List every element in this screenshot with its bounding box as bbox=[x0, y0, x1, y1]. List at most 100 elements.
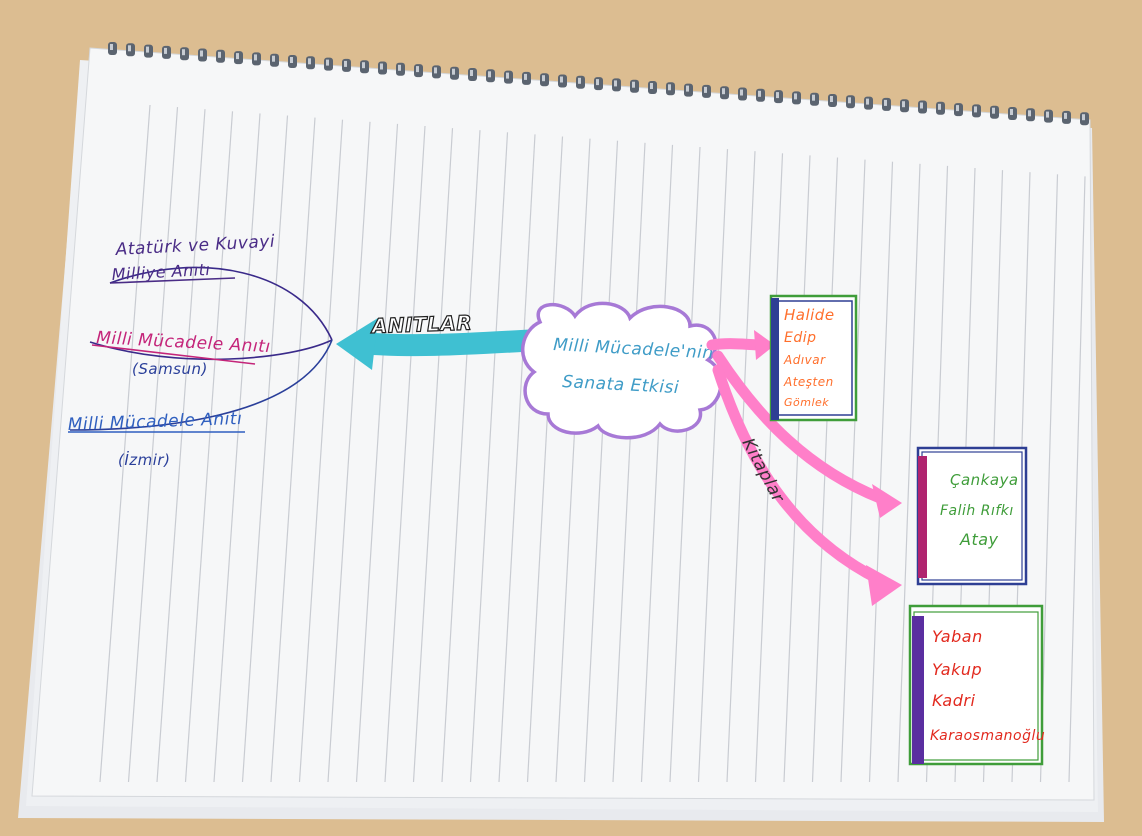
ruled-line bbox=[783, 155, 811, 783]
monument-2-line2: (Samsun) bbox=[132, 360, 208, 378]
spiral-ring-highlight bbox=[830, 96, 833, 102]
book-1-line4: Ateşten bbox=[783, 375, 834, 389]
spiral-ring-highlight bbox=[542, 75, 545, 82]
spiral-ring-highlight bbox=[488, 71, 491, 78]
ruled-line bbox=[213, 113, 261, 783]
spiral-ring-highlight bbox=[146, 46, 149, 53]
ruled-line bbox=[726, 151, 756, 783]
book-3-line2: Yakup bbox=[932, 660, 982, 679]
ruled-line bbox=[1068, 176, 1086, 783]
spiral-ring-highlight bbox=[110, 44, 113, 50]
ruled-line bbox=[1039, 174, 1059, 783]
spiral-ring-highlight bbox=[416, 66, 419, 73]
book-1-line5: Gömlek bbox=[784, 396, 829, 409]
ruled-line bbox=[583, 140, 619, 783]
book-3-line1: Yaban bbox=[932, 627, 983, 646]
spiral-ring-highlight bbox=[938, 103, 941, 110]
spiral-ring-highlight bbox=[596, 79, 599, 86]
ruled-line bbox=[127, 107, 179, 783]
spiral-ring-highlight bbox=[992, 107, 995, 114]
spiral-ring-highlight bbox=[128, 45, 131, 52]
book-1-line1: Halide bbox=[784, 306, 835, 324]
spiral-ring-highlight bbox=[812, 94, 815, 101]
spiral-ring-highlight bbox=[848, 97, 851, 104]
spiral-ring-highlight bbox=[398, 64, 401, 71]
spiral-ring-highlight bbox=[974, 106, 977, 113]
spiral-ring-highlight bbox=[1028, 110, 1031, 117]
spiral-ring-highlight bbox=[686, 85, 689, 92]
spiral-ring-highlight bbox=[1046, 111, 1049, 118]
spiral-ring-highlight bbox=[722, 88, 725, 95]
spiral-ring-highlight bbox=[200, 50, 203, 57]
ruled-line bbox=[156, 109, 206, 783]
book-3-line4: Karaosmanoğlu bbox=[930, 728, 1045, 744]
ruled-line bbox=[384, 125, 426, 783]
spiral-ring-highlight bbox=[1082, 114, 1085, 121]
book-2-line3: Atay bbox=[959, 530, 999, 549]
ruled-line bbox=[184, 111, 234, 783]
ruled-line bbox=[298, 119, 344, 783]
spiral-ring-highlight bbox=[668, 84, 671, 91]
spiral-ring-highlight bbox=[1064, 112, 1067, 119]
spiral-ring-highlight bbox=[740, 89, 743, 96]
spiral-ring-highlight bbox=[272, 55, 275, 62]
spiral-ring-highlight bbox=[956, 105, 959, 112]
book-1-line2: Edip bbox=[784, 330, 817, 346]
spiral-ring-highlight bbox=[254, 54, 257, 61]
monuments-arrow bbox=[336, 318, 551, 370]
ruled-line bbox=[498, 134, 536, 783]
spiral-ring-highlight bbox=[776, 92, 779, 99]
spiral-ring-highlight bbox=[794, 93, 797, 100]
ruled-line bbox=[868, 161, 894, 783]
book-1-line3: Adıvar bbox=[783, 353, 826, 367]
svg-text:ANITLAR: ANITLAR bbox=[369, 311, 472, 339]
ruled-line bbox=[754, 153, 784, 783]
spiral-ring-highlight bbox=[704, 86, 707, 93]
spiral-ring-highlight bbox=[902, 101, 905, 108]
spiral-ring-highlight bbox=[578, 77, 581, 84]
ruled-line bbox=[99, 104, 151, 783]
ruled-line bbox=[697, 149, 729, 783]
ruled-line bbox=[555, 138, 591, 783]
book-cankaya: Çankaya Falih Rıfkı Atay bbox=[916, 446, 1028, 586]
ruled-line bbox=[241, 115, 289, 783]
spiral-ring-highlight bbox=[614, 80, 617, 87]
spiral-ring-highlight bbox=[308, 58, 311, 65]
book-2-line1: Çankaya bbox=[950, 471, 1019, 489]
spiral-ring-highlight bbox=[236, 53, 239, 60]
spiral-ring-highlight bbox=[344, 60, 347, 67]
spiral-ring-highlight bbox=[758, 90, 761, 97]
ruled-line bbox=[669, 146, 701, 783]
spiral-ring-highlight bbox=[560, 76, 563, 83]
spiral-ring-highlight bbox=[470, 70, 473, 76]
ruled-line bbox=[355, 123, 399, 783]
center-topic-cloud: Milli Mücadele'nin Sanata Etkisi bbox=[521, 301, 723, 440]
book-2-line2: Falih Rıfkı bbox=[940, 503, 1014, 519]
ruled-line bbox=[412, 128, 454, 783]
spiral-ring-highlight bbox=[506, 72, 509, 79]
book-3-line3: Kadri bbox=[932, 691, 975, 710]
ruled-line bbox=[897, 163, 921, 783]
spiral-ring-highlight bbox=[884, 99, 887, 106]
ruled-line bbox=[840, 159, 866, 783]
spiral-binding bbox=[108, 42, 1089, 126]
monument-3-line2: (İzmir) bbox=[118, 450, 170, 469]
spiral-ring-highlight bbox=[866, 98, 869, 105]
books-arrowheads bbox=[754, 330, 902, 606]
spiral-ring-highlight bbox=[290, 57, 293, 63]
spiral-ring-highlight bbox=[182, 49, 185, 56]
spiral-ring-highlight bbox=[362, 62, 365, 69]
spiral-ring-highlight bbox=[524, 73, 527, 80]
ruled-line bbox=[640, 144, 674, 783]
ruled-line bbox=[526, 136, 564, 783]
spiral-ring-highlight bbox=[434, 67, 437, 74]
spiral-ring-highlight bbox=[920, 102, 923, 109]
monument-branches bbox=[68, 266, 333, 433]
spiral-ring-highlight bbox=[326, 59, 329, 66]
ruled-line bbox=[441, 130, 481, 783]
spiral-ring-highlight bbox=[452, 68, 455, 75]
book-yaban: Yaban Yakup Kadri Karaosmanoğlu bbox=[908, 604, 1045, 766]
ruled-line bbox=[612, 142, 646, 783]
spiral-ring-highlight bbox=[632, 81, 635, 88]
